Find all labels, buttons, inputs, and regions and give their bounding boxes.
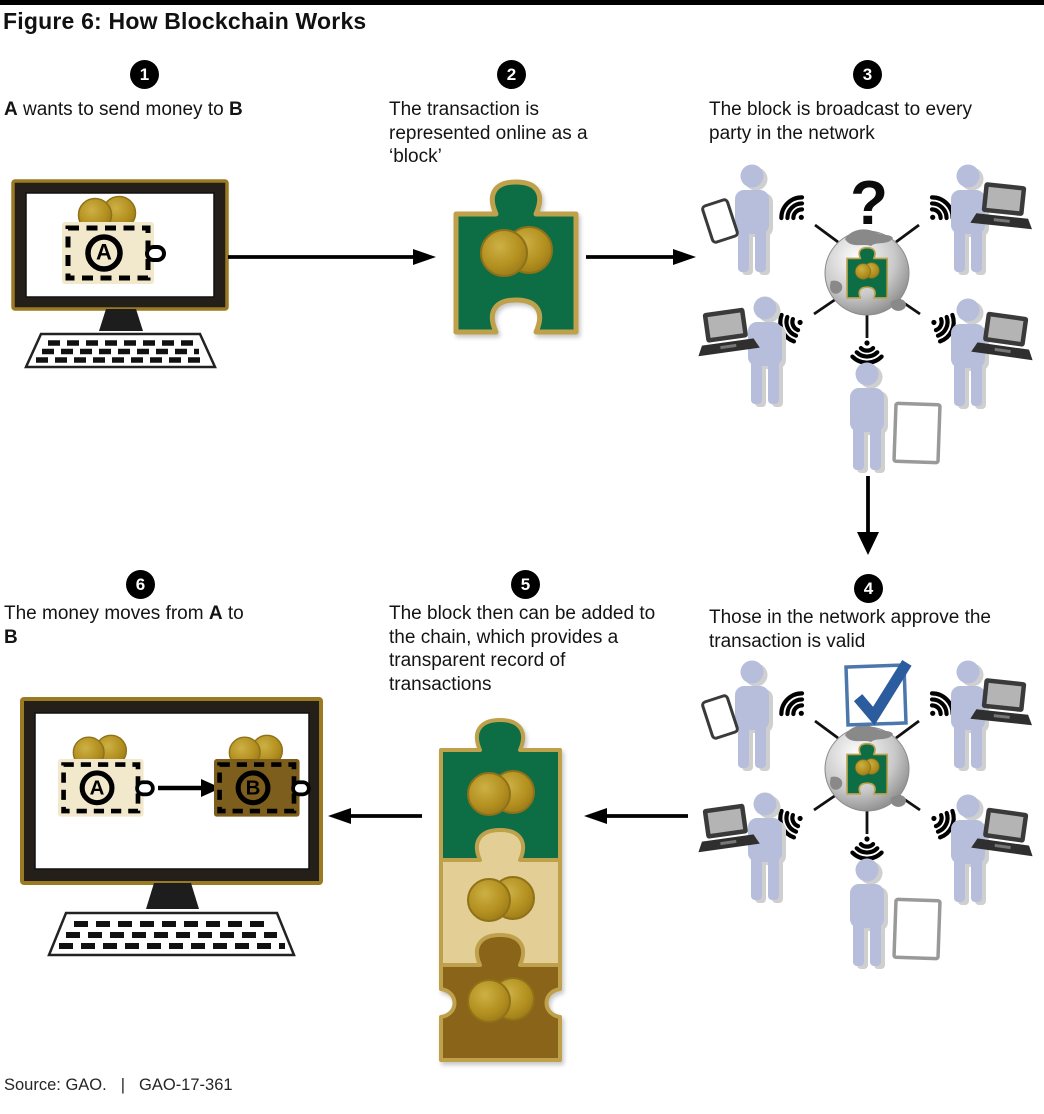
step-1-bold-b: B [228, 99, 243, 120]
step-5-badge: 5 [511, 570, 540, 599]
step-4-badge: 4 [854, 574, 883, 603]
arrow-left-icon [328, 808, 422, 824]
wifi-icon [852, 836, 881, 858]
arrow-down-icon [857, 476, 879, 555]
report-number: GAO-17-361 [139, 1076, 233, 1094]
person-icon [748, 297, 786, 408]
wallet-a-label: A [90, 776, 105, 799]
wallet-a-label: A [96, 240, 112, 265]
step-2-label: The transaction is represented online as… [389, 99, 588, 167]
step-1-text: wants to send money to [17, 99, 229, 120]
wallet-a-icon: A [58, 735, 153, 816]
wallet-b-label: B [246, 776, 261, 799]
step-6-bold-b: B [4, 626, 18, 648]
network-approval-illustration [695, 659, 1039, 984]
network-broadcast-illustration: ? [695, 156, 1039, 488]
wifi-icon [777, 193, 813, 229]
step-6-text: The money moves from [4, 603, 209, 624]
step-2-badge: 2 [497, 60, 526, 89]
monitor-stand [146, 883, 199, 909]
source-label: Source: GAO. [4, 1076, 107, 1094]
arrow-left-icon [584, 808, 688, 824]
arrow-right-icon [586, 249, 696, 265]
step-5-label: The block then can be added to the chain… [389, 603, 656, 695]
arrow-right-icon [228, 249, 436, 265]
person-icon [850, 859, 888, 970]
keyboard-icon [47, 911, 296, 957]
source-separator: | [120, 1076, 126, 1094]
person-icon [850, 363, 888, 474]
source-line: Source: GAO. | GAO-17-361 [4, 1076, 233, 1095]
step-3-label: The block is broadcast to every party in… [709, 99, 972, 144]
person-icon [748, 793, 786, 904]
keyboard-icon [24, 332, 217, 369]
monitor-stand [99, 309, 143, 331]
checkbox-checked-icon [844, 659, 912, 727]
step-6-badge: 6 [126, 570, 155, 599]
person-icon [951, 795, 989, 906]
step-6-label: The money moves from A to B [4, 602, 246, 649]
step-1-bold-a: A [4, 99, 18, 120]
person-icon [735, 661, 773, 772]
globe-continents [830, 229, 906, 311]
step-3-badge: 3 [853, 60, 882, 89]
question-mark-icon: ? [850, 169, 888, 238]
wifi-icon [852, 340, 881, 362]
step-6-text-mid: to [222, 603, 244, 624]
paper-icon [892, 401, 942, 465]
tablet-icon [700, 197, 740, 245]
paper-icon [892, 897, 942, 961]
step-6-bold-a: A [208, 603, 223, 624]
tablet-icon [700, 693, 740, 741]
step-4-label: Those in the network approve the transac… [709, 607, 992, 652]
step-1-label: A wants to send money to B [4, 98, 314, 122]
header-rule [0, 0, 1044, 5]
transfer-arrow-icon [158, 779, 221, 797]
globe-continents [830, 725, 906, 807]
network-lines [813, 719, 921, 834]
figure-title: Figure 6: How Blockchain Works [3, 8, 367, 34]
computer-wallet-a-illustration: A [11, 179, 229, 369]
puzzle-block-icon [441, 170, 593, 348]
person-icon [951, 299, 989, 410]
person-icon [735, 165, 773, 276]
computer-transfer-illustration: A B [20, 697, 323, 957]
blockchain-chain-icon [439, 718, 562, 1062]
wifi-icon [777, 689, 813, 725]
coin-icons [467, 770, 535, 1023]
wallet-b-icon: B [214, 735, 309, 816]
step-1-badge: 1 [130, 60, 159, 89]
